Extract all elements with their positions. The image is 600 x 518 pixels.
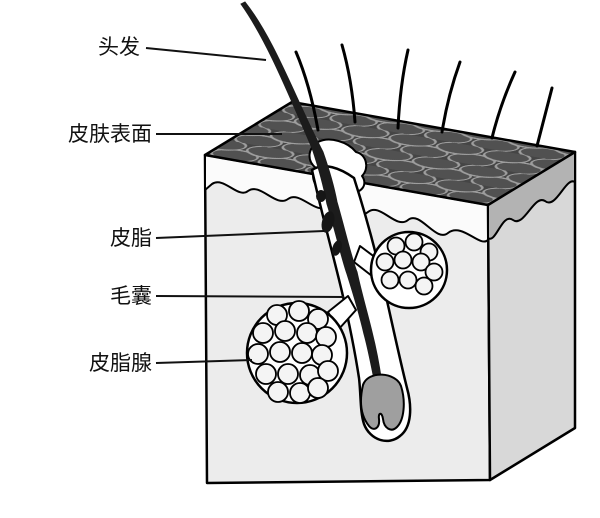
gland-cell	[398, 270, 418, 290]
gland-cell	[277, 363, 299, 385]
leader-line-hair	[145, 47, 267, 61]
gland-cell	[424, 262, 444, 282]
sebum-blob	[316, 190, 326, 202]
gland-cell	[317, 360, 339, 382]
small-hair	[535, 86, 554, 148]
gland-cell	[252, 322, 274, 344]
label-skin-surface: 皮肤表面	[68, 122, 152, 146]
leader-line-sebaceous-gland	[155, 359, 253, 364]
gland-cell	[255, 363, 277, 385]
gland-cell	[291, 342, 313, 364]
sebum-blobs	[316, 190, 342, 256]
follicle-bulb	[360, 373, 405, 431]
annotations: 头发 皮肤表面 皮脂 毛囊 皮脂腺	[68, 35, 345, 375]
gland-cells	[247, 300, 339, 404]
right-epidermis-band	[487, 151, 576, 240]
label-sebaceous-gland: 皮脂腺	[89, 351, 152, 375]
gland-cell	[414, 276, 434, 296]
small-hairs	[294, 43, 554, 148]
gland-cell	[404, 232, 424, 252]
gland-cells	[375, 232, 444, 296]
gland-cell	[274, 320, 296, 342]
gland-cell	[288, 300, 310, 322]
small-hair	[294, 50, 320, 132]
gland-cell	[380, 270, 400, 290]
gland-cell	[411, 252, 431, 272]
small-hair	[340, 43, 357, 124]
sebum-blob	[332, 240, 342, 256]
sebaceous-gland-left	[245, 295, 357, 405]
leader-line-sebum	[155, 230, 325, 239]
gland-cell	[393, 250, 413, 270]
label-hair-follicle: 毛囊	[110, 284, 152, 308]
label-sebum: 皮脂	[110, 226, 152, 250]
gland-cell	[375, 252, 395, 272]
gland-cell	[289, 382, 311, 404]
gland-cell	[315, 326, 337, 348]
skin-top-surface	[203, 100, 577, 207]
small-hair	[440, 60, 462, 134]
gland-cell	[296, 322, 318, 344]
small-hair	[490, 70, 517, 140]
sebum-blob	[321, 211, 335, 233]
gland-cell	[307, 377, 329, 399]
leader-line-hair-follicle	[155, 295, 345, 298]
sebaceous-gland-right	[353, 230, 449, 310]
label-hair: 头发	[98, 35, 140, 59]
gland-cell	[247, 343, 269, 365]
gland-cell	[269, 341, 291, 363]
gland-cell	[267, 381, 289, 403]
small-hair	[396, 48, 410, 130]
